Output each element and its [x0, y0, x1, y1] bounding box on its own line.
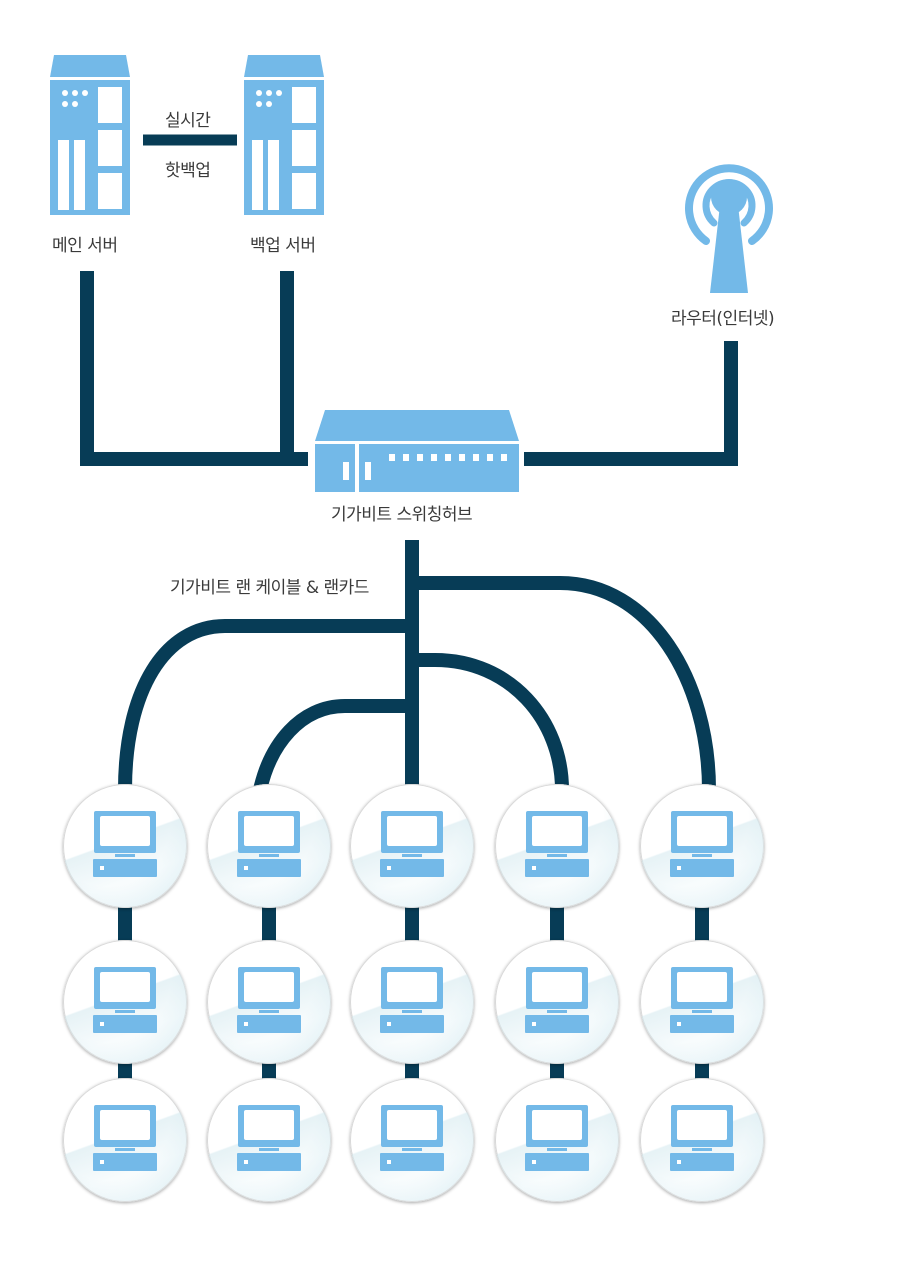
pc-link-cable — [405, 896, 419, 952]
desktop-computer-icon — [380, 967, 444, 1033]
wireless-antenna-icon — [685, 164, 773, 293]
client-computer — [207, 784, 331, 908]
main-server-cable — [80, 271, 308, 466]
switch-label: 기가비트 스위칭허브 — [331, 505, 473, 525]
desktop-computer-icon — [525, 811, 589, 877]
desktop-computer-icon — [93, 967, 157, 1033]
desktop-computer-icon — [670, 811, 734, 877]
desktop-computer-icon — [525, 967, 589, 1033]
backup-server-label: 백업 서버 — [250, 236, 316, 256]
router-label: 라우터(인터넷) — [671, 309, 775, 329]
pc-link-cable — [262, 896, 276, 952]
branch-cable-col1 — [118, 619, 412, 791]
backup-link-label-bottom: 핫백업 — [165, 161, 211, 181]
client-computer — [640, 1078, 764, 1202]
client-computer — [63, 1078, 187, 1202]
desktop-computer-icon — [237, 967, 301, 1033]
desktop-computer-icon — [380, 1105, 444, 1171]
client-computer — [350, 784, 474, 908]
client-computer — [350, 940, 474, 1064]
desktop-computer-icon — [380, 811, 444, 877]
client-computer — [350, 1078, 474, 1202]
branch-cable-col5 — [412, 576, 716, 791]
desktop-computer-icon — [237, 811, 301, 877]
router-cable — [524, 341, 738, 466]
desktop-computer-icon — [93, 811, 157, 877]
client-computer — [495, 940, 619, 1064]
lan-cable-label: 기가비트 랜 케이블 & 랜카드 — [170, 578, 369, 598]
client-computer — [640, 784, 764, 908]
desktop-computer-icon — [670, 967, 734, 1033]
client-computer — [495, 1078, 619, 1202]
client-computer — [495, 784, 619, 908]
main-server-icon — [50, 55, 130, 215]
desktop-computer-icon — [93, 1105, 157, 1171]
client-computer — [207, 940, 331, 1064]
desktop-computer-icon — [237, 1105, 301, 1171]
client-computer — [640, 940, 764, 1064]
backup-link-label-top: 실시간 — [165, 111, 211, 131]
pc-link-cable — [118, 896, 132, 952]
desktop-computer-icon — [525, 1105, 589, 1171]
pc-link-cable — [695, 896, 709, 952]
network-switch-icon — [315, 410, 519, 492]
client-computer — [207, 1078, 331, 1202]
branch-cable-col2 — [253, 699, 412, 792]
pc-link-cable — [550, 896, 564, 952]
client-computer — [63, 784, 187, 908]
main-server-label: 메인 서버 — [52, 236, 118, 256]
backup-server-icon — [244, 55, 324, 215]
client-computer — [63, 940, 187, 1064]
desktop-computer-icon — [670, 1105, 734, 1171]
branch-cable-col4 — [412, 653, 569, 791]
